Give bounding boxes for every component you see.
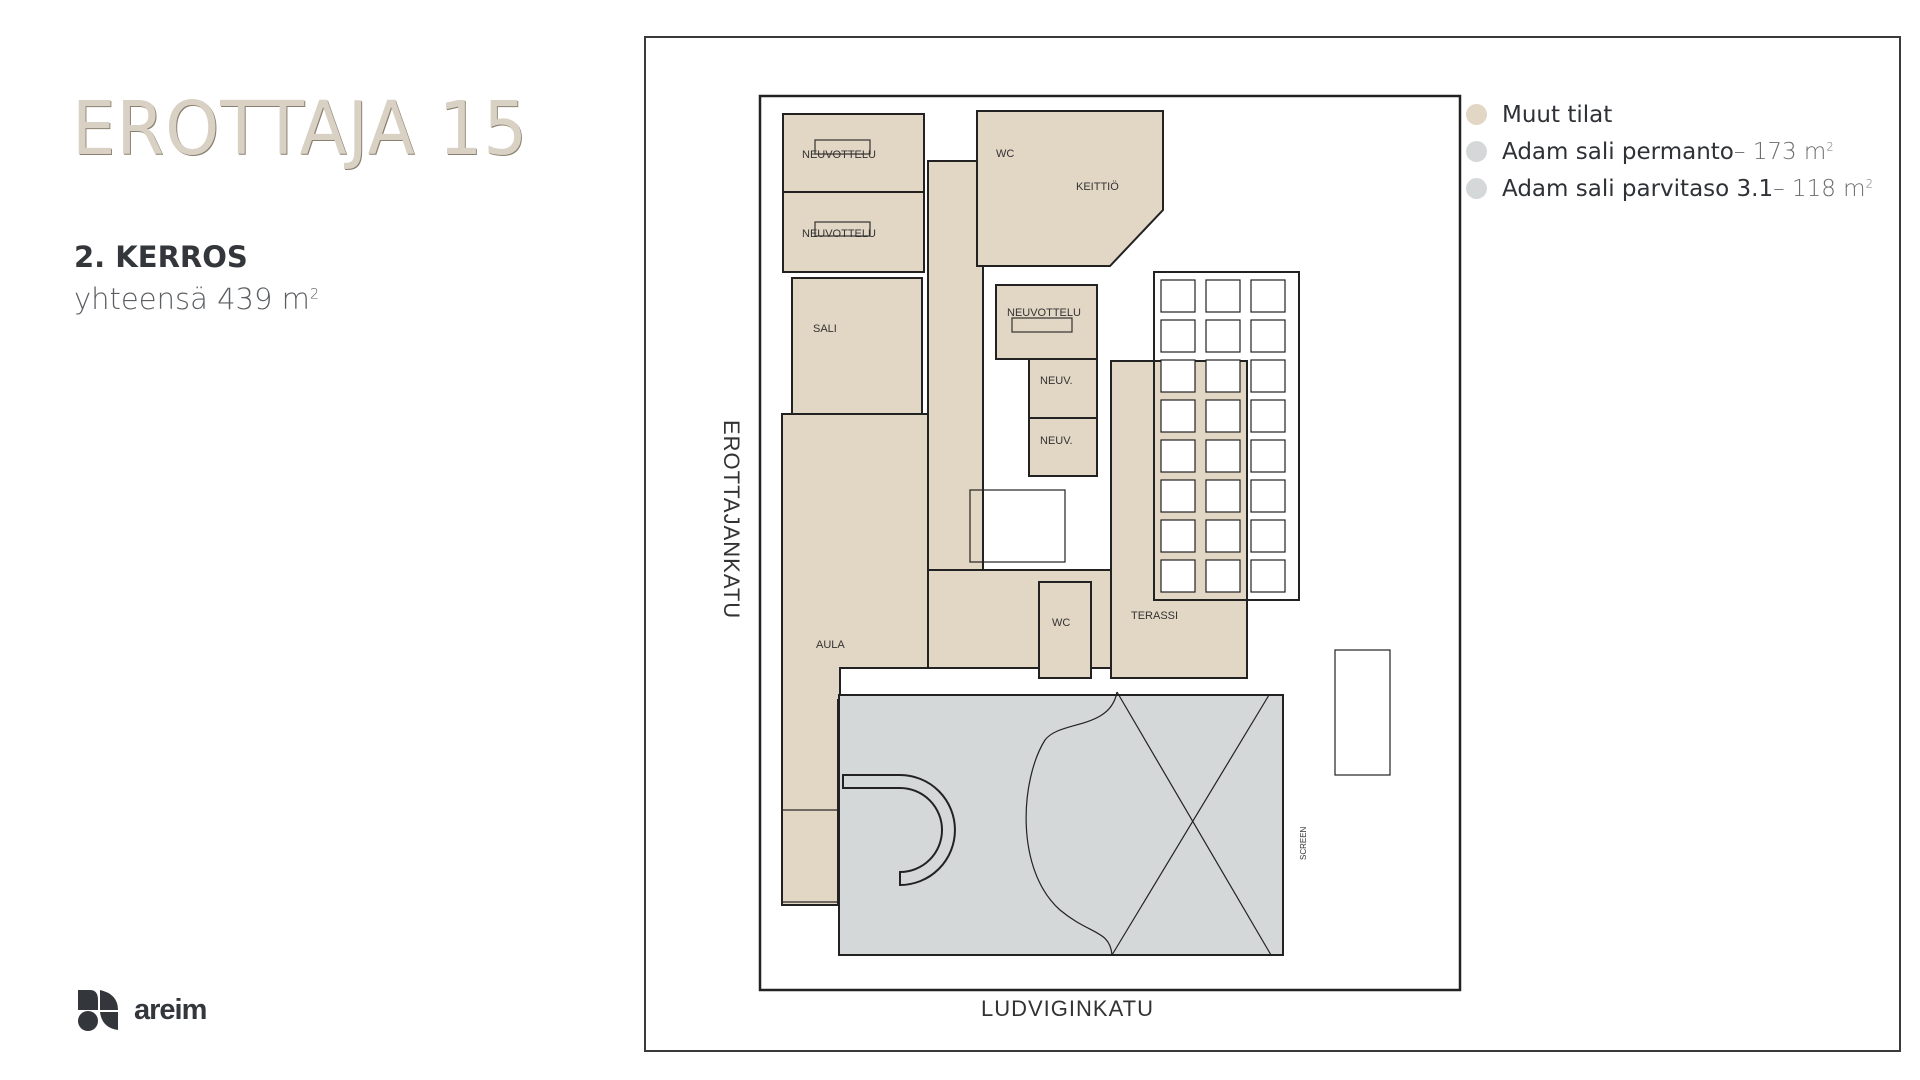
legend-label: Adam sali permanto	[1502, 138, 1734, 165]
terrace-grid-cell	[1250, 279, 1286, 313]
terrace-grid-cell	[1205, 319, 1241, 353]
label-keittio: KEITTIÖ	[1076, 181, 1119, 193]
terrace-grid-cell	[1160, 399, 1196, 433]
legend: Muut tilat Adam sali permanto – 173 m2 A…	[1466, 96, 1873, 207]
total-area: yhteensä 439 m2	[74, 282, 319, 316]
outer-building	[758, 94, 1462, 992]
legend-area-text: – 173 m	[1733, 138, 1827, 165]
terrace-grid-cell	[1205, 359, 1241, 393]
terrace-grid-cell	[1205, 479, 1241, 513]
terrace-grid-cell	[1250, 319, 1286, 353]
adam-sali	[838, 694, 1284, 956]
label-aula: AULA	[816, 639, 845, 651]
parvi-line-1	[1116, 691, 1272, 956]
legend-item-permanto: Adam sali permanto – 173 m2	[1466, 133, 1873, 170]
terrace-grid-cell	[1160, 439, 1196, 473]
legend-label: Adam sali parvitaso 3.1	[1502, 175, 1774, 202]
stairs-east	[1334, 649, 1391, 776]
label-neuvottelu-2: NEUVOTTELU	[802, 228, 876, 240]
terrace-grid-cell	[1250, 559, 1286, 593]
total-area-text: yhteensä 439 m	[74, 282, 310, 316]
label-terassi: TERASSI	[1131, 610, 1178, 622]
legend-area-sup: 2	[1826, 138, 1834, 153]
terrace-grid-cell	[1250, 519, 1286, 553]
terrace-grid-cell	[1250, 479, 1286, 513]
room-neuvottelu-3	[995, 284, 1098, 360]
terrace-grid-cell	[1205, 399, 1241, 433]
legend-area: – 118 m2	[1773, 176, 1873, 202]
terrace-grid-cell	[1160, 359, 1196, 393]
terrace-grid	[1153, 271, 1300, 601]
areim-logo: areim	[76, 988, 207, 1032]
label-wc-2: WC	[1052, 617, 1070, 629]
label-neuv-1: NEUV.	[1040, 375, 1073, 387]
room-neuv-1	[1028, 358, 1098, 419]
label-neuv-2: NEUV.	[1040, 435, 1073, 447]
terrace-grid-cell	[1160, 519, 1196, 553]
stairs-center	[969, 489, 1066, 563]
stage-curve	[1025, 691, 1118, 956]
bar-counter	[842, 774, 956, 887]
label-neuvottelu-3: NEUVOTTELU	[1007, 307, 1081, 319]
legend-dot	[1466, 104, 1487, 125]
legend-area-text: – 118 m	[1773, 175, 1866, 202]
terrace-grid-cell	[1205, 559, 1241, 593]
kitchen-wc-block	[976, 110, 1164, 267]
legend-label: Muut tilat	[1502, 101, 1613, 128]
stairs-west	[781, 809, 839, 903]
parvi-line-2	[1111, 694, 1270, 956]
label-neuvottelu-1: NEUVOTTELU	[802, 149, 876, 161]
terrace-grid-cell	[1250, 439, 1286, 473]
terrace-grid-cell	[1160, 319, 1196, 353]
terrace-grid-cell	[1160, 279, 1196, 313]
total-area-sup: 2	[309, 286, 320, 303]
legend-item-parvitaso: Adam sali parvitaso 3.1 – 118 m2	[1466, 170, 1873, 207]
legend-dot	[1466, 141, 1487, 162]
floorplan-frame	[644, 36, 1901, 1052]
legend-dot	[1466, 178, 1487, 199]
room-neuvottelu-1	[782, 113, 925, 193]
terrace-grid-cell	[1205, 519, 1241, 553]
label-screen: SCREEN	[1299, 826, 1308, 860]
street-ludviginkatu: LUDVIGINKATU	[981, 996, 1154, 1021]
label-sali: SALI	[813, 323, 837, 335]
building-title: EROTTAJA 15	[72, 86, 528, 172]
terrace-grid-cell	[1160, 479, 1196, 513]
floor-label: 2. KERROS	[74, 240, 248, 274]
terrace-grid-cell	[1250, 399, 1286, 433]
legend-area: – 173 m2	[1734, 139, 1834, 165]
legend-area-sup: 2	[1865, 175, 1873, 190]
room-wc-2	[1038, 581, 1092, 679]
room-sali	[791, 277, 923, 415]
legend-item-muut-tilat: Muut tilat	[1466, 96, 1873, 133]
logo-text: areim	[134, 993, 207, 1026]
terrace-grid-cell	[1250, 359, 1286, 393]
terrace-grid-cell	[1205, 439, 1241, 473]
terrace-grid-cell	[1205, 279, 1241, 313]
tables	[814, 139, 1073, 333]
room-neuvottelu-2	[782, 191, 925, 273]
room-neuv-2	[1028, 417, 1098, 477]
street-erottajankatu: EROTTAJANKATU	[719, 420, 744, 620]
areim-logo-icon	[78, 990, 118, 1031]
label-wc-1: WC	[996, 148, 1014, 160]
terrace-grid-cell	[1160, 559, 1196, 593]
